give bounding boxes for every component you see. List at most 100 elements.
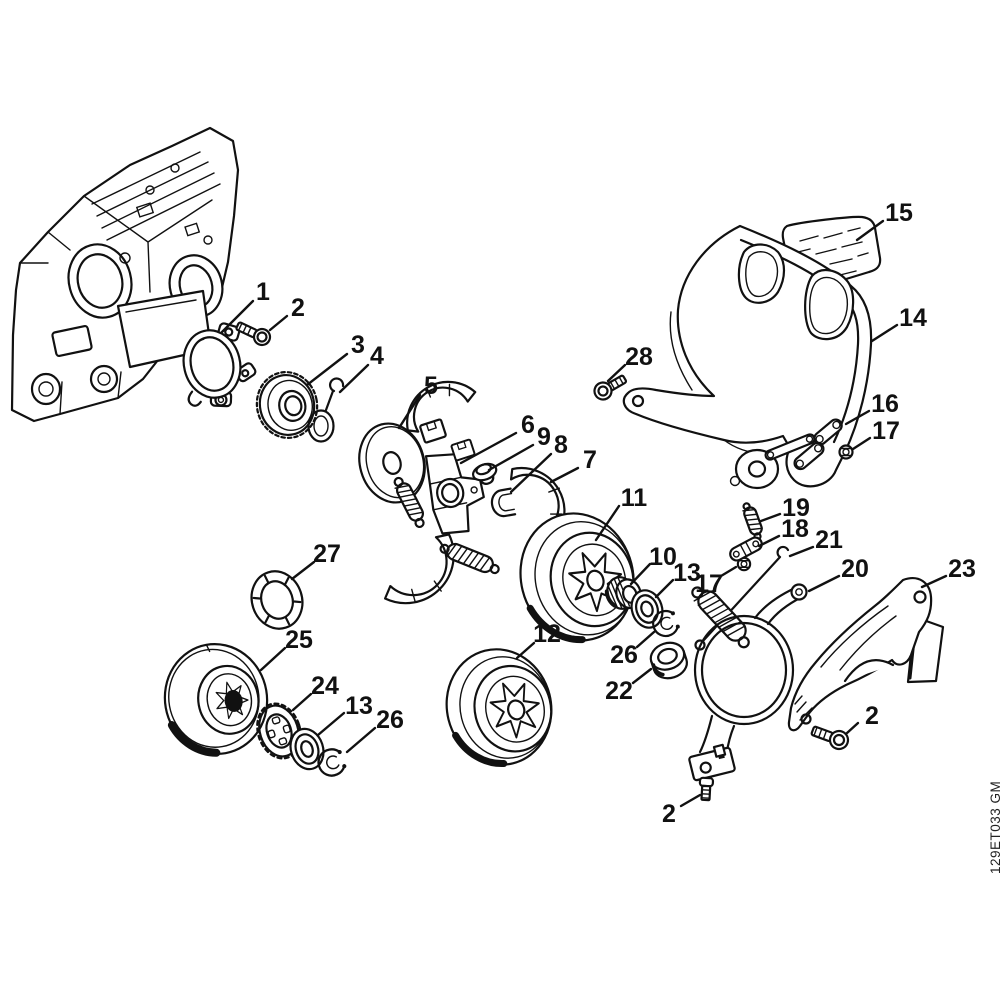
callout-7-clutch-shoe: 7 xyxy=(583,446,597,474)
callout-5-washer-disc: 5 xyxy=(424,372,438,400)
leader-line-brake-band xyxy=(807,574,841,593)
callout-2-screw-cover-plate: 2 xyxy=(865,702,879,730)
callout-15-information-label: 15 xyxy=(885,199,913,227)
leader-line-washer xyxy=(316,711,346,737)
part-28-screw xyxy=(593,374,628,401)
callout-13-washer: 13 xyxy=(673,559,701,587)
clutch-assembly xyxy=(383,380,566,605)
callout-3-worm-gear: 3 xyxy=(351,331,365,359)
callout-19-spring: 19 xyxy=(782,494,810,522)
callout-26-e-clip: 26 xyxy=(610,641,638,669)
part-12-clutch-drum xyxy=(445,648,553,768)
part-6-clutch-hub xyxy=(424,453,485,535)
leader-line-clutch-drum-spur xyxy=(594,504,621,542)
leader-line-clutch-shoe xyxy=(549,466,580,484)
leader-line-screw-cover-ring xyxy=(268,314,289,332)
part-26-e-clip-right xyxy=(652,609,680,638)
leader-line-carrier-ring xyxy=(290,560,316,581)
part-16-toggle-lever xyxy=(764,418,843,471)
clutch-shoe-top xyxy=(406,380,477,433)
leader-line-hand-guard xyxy=(870,323,899,343)
callout-2-screw-cover-ring: 2 xyxy=(291,294,305,322)
part-26-e-clip-left xyxy=(317,748,347,777)
part-22-bushing xyxy=(649,641,688,680)
part-17-nut-upper xyxy=(838,444,854,460)
part-4-spring-clip xyxy=(307,377,345,443)
leader-line-anchor-rod xyxy=(788,545,815,558)
leader-line-clutch-hub xyxy=(459,431,518,465)
clutch-shoe-bottom xyxy=(383,533,455,605)
callout-24-rim-sprocket: 24 xyxy=(311,672,339,700)
callout-16-toggle-lever: 16 xyxy=(871,390,899,418)
clutch-spring-left xyxy=(393,476,425,529)
leader-line-nut xyxy=(719,565,738,578)
part-3-worm-gear xyxy=(255,371,319,439)
callout-23-cover-plate: 23 xyxy=(948,555,976,583)
callout-18-link: 18 xyxy=(781,515,809,543)
leader-line-screw-cover-plate xyxy=(845,721,860,735)
leader-line-bushing xyxy=(631,667,653,685)
leader-line-needle-cage xyxy=(629,562,652,586)
crankcase xyxy=(10,126,240,423)
leader-line-nut xyxy=(851,436,872,451)
leader-line-rim-sprocket-drum xyxy=(259,646,287,672)
spring-cap-b xyxy=(450,438,476,462)
leader-line-link xyxy=(757,534,781,548)
callout-22-bushing: 22 xyxy=(605,677,633,705)
callout-14-hand-guard: 14 xyxy=(899,304,927,332)
leader-line-e-clip xyxy=(345,726,377,754)
leader-line-worm-gear xyxy=(305,352,349,387)
part-25-rim-sprocket-drum xyxy=(163,643,269,757)
leader-line-spring xyxy=(759,512,782,523)
part-20-brake-band xyxy=(688,583,808,782)
leader-line-washer xyxy=(654,578,675,599)
callout-10-needle-cage: 10 xyxy=(649,543,677,571)
part-1-cover-ring xyxy=(182,322,257,408)
callout-11-clutch-drum-spur: 11 xyxy=(621,484,648,512)
callout-13-washer: 13 xyxy=(345,692,373,720)
leader-line-e-clip xyxy=(635,630,656,649)
callout-27-carrier-ring: 27 xyxy=(313,540,341,568)
part-13-washer-left xyxy=(289,727,325,771)
callout-21-anchor-rod: 21 xyxy=(815,526,843,554)
part-24-rim-sprocket xyxy=(256,702,302,760)
part-18-link xyxy=(729,536,763,562)
leader-line-screw-brake-band xyxy=(679,793,702,808)
leader-line-cover-plate xyxy=(920,574,948,589)
diagram-code: 129ET033 GM xyxy=(988,781,1000,874)
part-14-hand-guard xyxy=(622,224,873,490)
callout-8-retainer: 8 xyxy=(554,431,568,459)
clutch-spring-bottom xyxy=(439,542,500,575)
callout-20-brake-band: 20 xyxy=(841,555,869,583)
spring-cap-a xyxy=(419,418,447,444)
part-2-screw-cover xyxy=(810,725,850,751)
part-2-screw-upper xyxy=(235,321,272,347)
callout-25-rim-sprocket-drum: 25 xyxy=(285,626,313,654)
part-2-screw-band xyxy=(698,776,715,802)
callout-4-spring-clip: 4 xyxy=(370,342,384,370)
part-5-washer-disc xyxy=(358,422,426,504)
leader-line-screw-hand-guard xyxy=(606,363,627,383)
callout-6-clutch-hub: 6 xyxy=(521,411,535,439)
callout-1-cover-ring: 1 xyxy=(256,278,270,306)
part-27-carrier-ring xyxy=(250,570,304,630)
leader-line-cover-ring xyxy=(220,299,255,334)
callout-12-clutch-drum: 12 xyxy=(533,620,561,648)
leader-line-spring-clip xyxy=(338,363,370,394)
leader-line-toggle-lever xyxy=(844,409,871,426)
leader-line-retainer xyxy=(509,452,553,494)
leader-line-washer-disc xyxy=(397,393,422,430)
leader-line-clutch-drum xyxy=(515,641,536,660)
callout-17-nut: 17 xyxy=(872,417,900,445)
callout-26-e-clip: 26 xyxy=(376,706,404,734)
callout-17-nut: 17 xyxy=(695,570,723,598)
part-21-anchor-rod xyxy=(694,545,790,651)
leader-line-information-label xyxy=(855,219,885,242)
part-11-clutch-drum-spur xyxy=(519,512,635,644)
callout-28-screw-hand-guard: 28 xyxy=(625,343,653,371)
callout-9-spring-cap: 9 xyxy=(537,423,551,451)
callout-2-screw-brake-band: 2 xyxy=(662,800,676,828)
tension-spring xyxy=(691,586,750,649)
